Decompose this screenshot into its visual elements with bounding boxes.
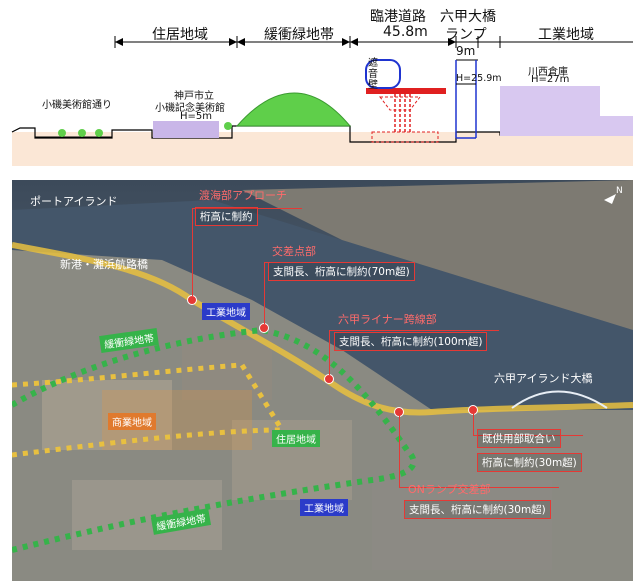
buffer-mound	[235, 92, 352, 127]
compass-label: N	[616, 186, 623, 196]
buffer-line-lower	[12, 447, 417, 553]
museum-label-1: 神戸市立	[174, 91, 214, 102]
pin-rokko-liner	[324, 374, 334, 384]
zone-residential: 住居地域	[152, 27, 208, 43]
tree-icon	[224, 122, 232, 130]
warehouse-height: H=27m	[531, 74, 570, 85]
warehouse-building	[500, 86, 600, 136]
zone-buffer-green: 緩衝緑地帯	[264, 27, 334, 43]
annotation-on-ramp-detail: 支間長、桁高に制約(30m超)	[404, 500, 551, 519]
annotation-intersection-title: 交差点部	[272, 245, 316, 258]
annotation-approach-title: 渡海部アプローチ	[199, 189, 287, 202]
annotation-rokko-liner-title: 六甲ライナー跨線部	[338, 313, 437, 326]
rokko-bridge-arc	[511, 390, 608, 409]
annotation-intersection-detail: 支間長、桁高に制約(70m超)	[268, 262, 415, 281]
ramp-width: 9m	[456, 44, 476, 58]
buffer-line-upper	[12, 326, 410, 452]
rokko-island-bridge-label: 六甲アイランド大橋	[494, 372, 593, 385]
zone-bridge: 六甲大橋	[440, 9, 496, 25]
museum-label-2: 小磯記念美術館	[155, 103, 225, 114]
zone-industrial: 工業地域	[538, 27, 594, 43]
warehouse-label: 川西倉庫	[528, 67, 568, 78]
ramp-height: H=25.9m	[456, 73, 502, 84]
tree-icon	[78, 129, 86, 137]
street-label: 小磯美術館通り	[42, 100, 112, 111]
road-deck	[366, 88, 446, 94]
aerial-photo: ポートアイランド 新港・灘浜航路橋 六甲アイランド大橋 N 工業地域 緩衝緑地帯…	[12, 180, 633, 581]
annotation-approach-detail: 桁高に制約	[195, 207, 258, 226]
road-width: 45.8m	[383, 24, 428, 40]
pin-approach	[187, 295, 197, 305]
badge-industrial-2: 工業地域	[300, 499, 348, 516]
zone-road: 臨港道路	[370, 9, 426, 25]
shinko-bridge-label: 新港・灘浜航路橋	[60, 258, 148, 271]
cross-section-diagram: 住居地域 緩衝緑地帯 臨港道路 45.8m 六甲大橋 ランプ 9m 工業地域 小…	[0, 0, 633, 172]
sea-area	[12, 200, 633, 410]
ground-band	[12, 132, 633, 166]
city-area	[242, 180, 633, 330]
commercial-border	[12, 362, 285, 458]
soundproof-wall	[365, 59, 401, 89]
badge-commercial: 商業地域	[108, 413, 156, 430]
annotation-existing-detail: 桁高に制約(30m超)	[477, 453, 582, 472]
pin-intersection	[259, 323, 269, 333]
annotation-on-ramp-title: ONランプ交差部	[408, 483, 491, 496]
tree-icon	[58, 129, 66, 137]
cross-section-drawing	[11, 36, 633, 166]
badge-residential: 住居地域	[272, 430, 320, 447]
tree-icon	[95, 129, 103, 137]
pier-structure	[394, 94, 411, 132]
port-island-label: ポートアイランド	[30, 195, 118, 208]
compass-icon	[604, 194, 616, 204]
badge-industrial-1: 工業地域	[202, 303, 250, 320]
zone-ramp: ランプ	[445, 27, 487, 43]
annotation-existing-title: 既供用部取合い	[477, 429, 561, 448]
soundproof-label: 遮 音 壁	[368, 58, 378, 91]
museum-building	[153, 121, 219, 138]
museum-height: H=5m	[180, 111, 213, 122]
annotation-rokko-liner-detail: 支間長、桁高に制約(100m超)	[334, 332, 488, 351]
